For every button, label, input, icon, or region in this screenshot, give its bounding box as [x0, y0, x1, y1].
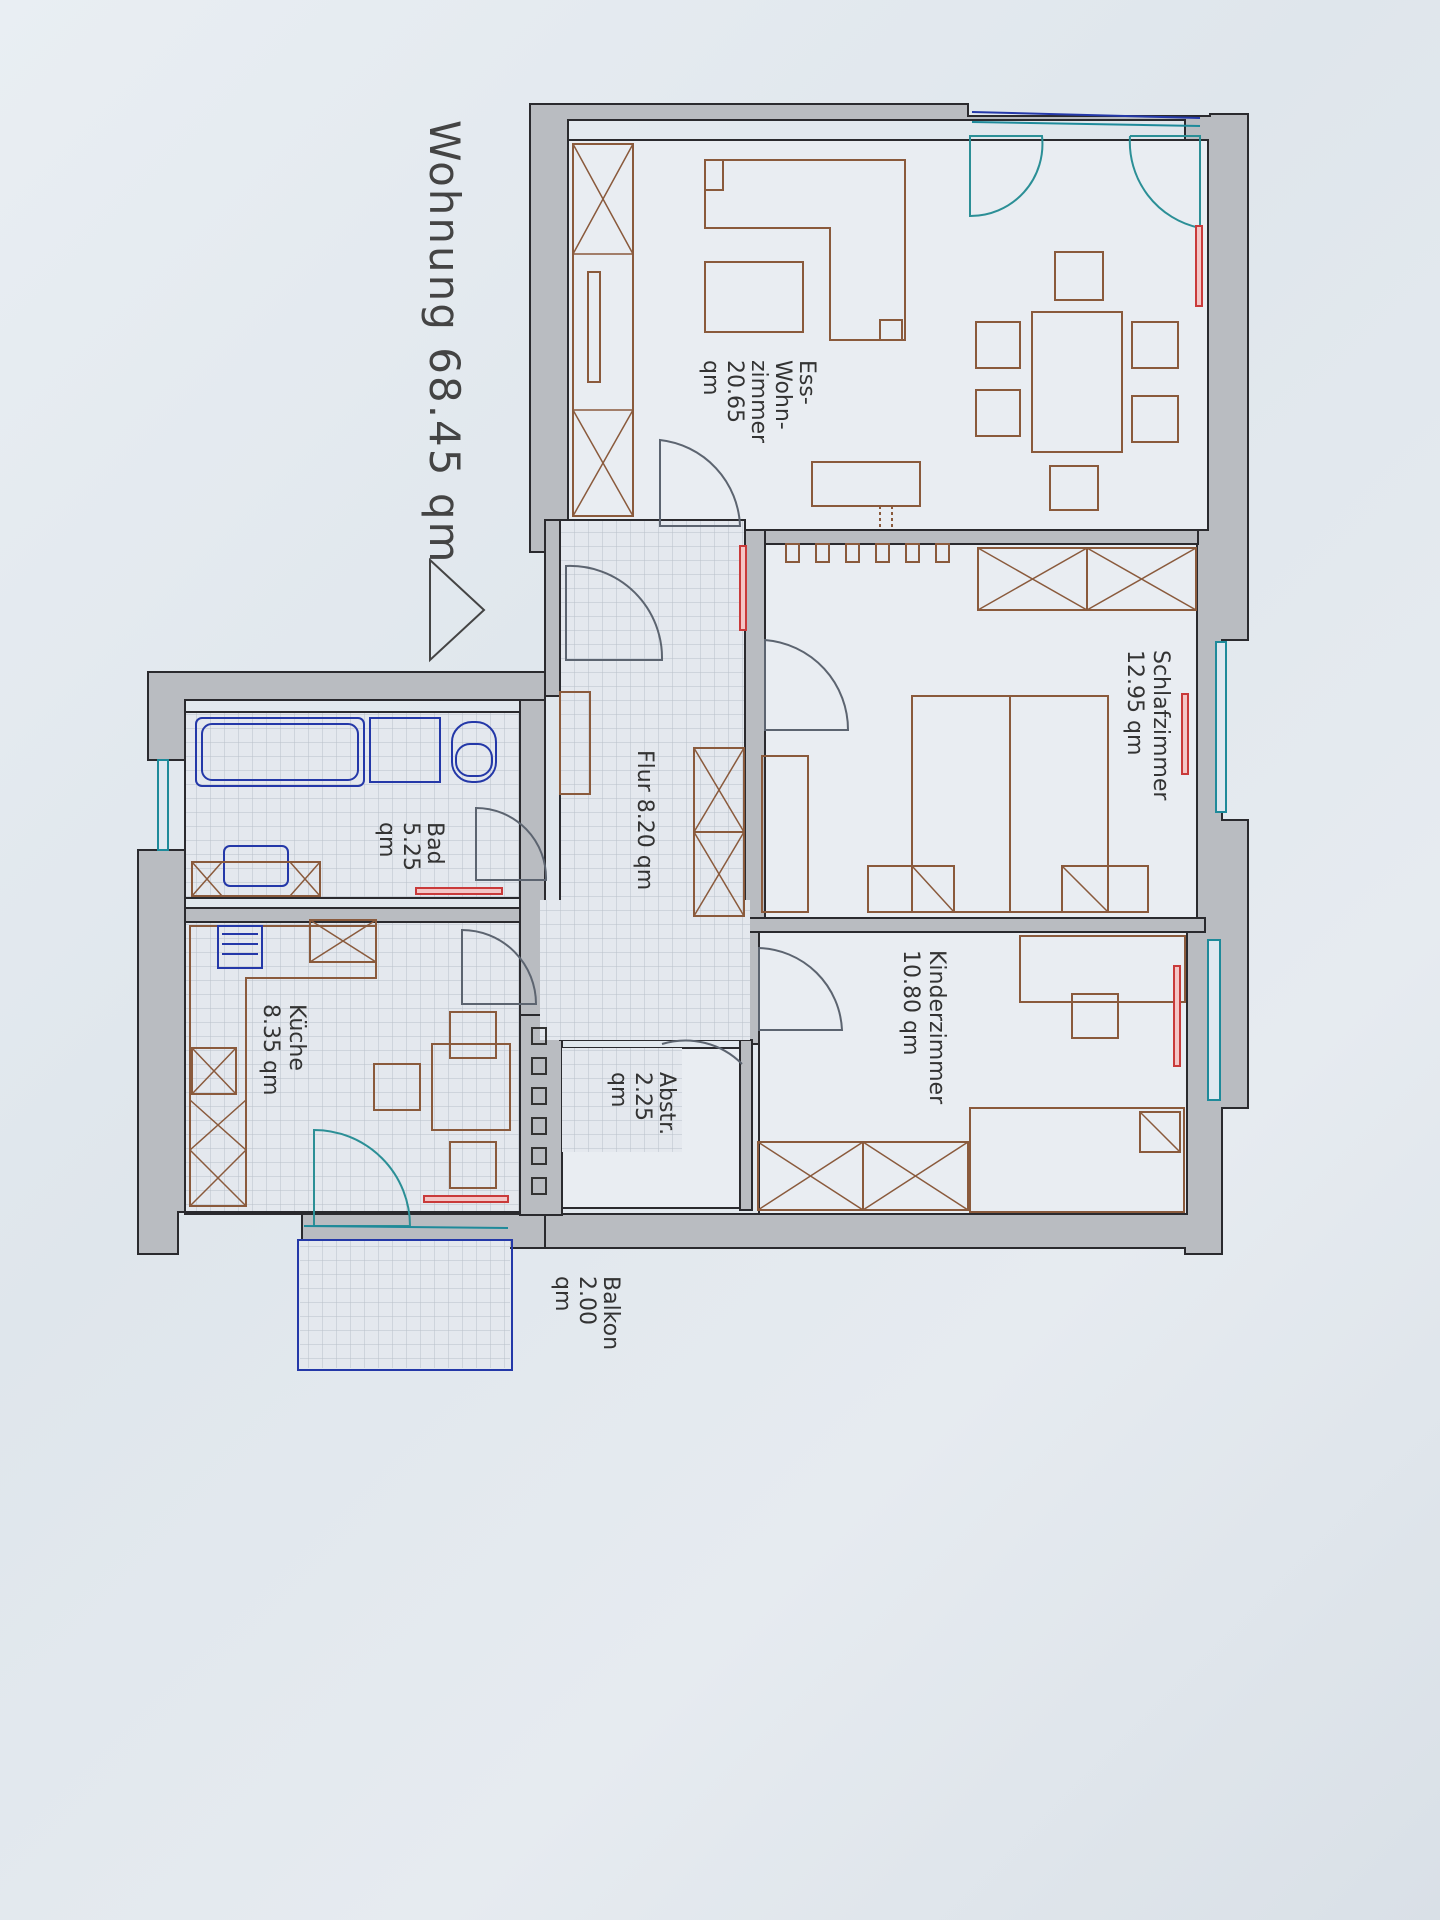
- svg-text:Ess-: Ess-: [794, 360, 819, 405]
- svg-text:Flur 8.20 qm: Flur 8.20 qm: [632, 750, 657, 890]
- svg-text:Balkon: Balkon: [598, 1276, 623, 1350]
- plan-title-text: Wohnung 68.45 qm: [420, 120, 469, 564]
- radiators: [415, 225, 1203, 1203]
- label-schlafzimmer: Schlafzimmer 12.95 qm: [1122, 650, 1173, 801]
- svg-text:Schlafzimmer: Schlafzimmer: [1148, 650, 1173, 801]
- label-bad: Bad 5.25 qm: [374, 822, 447, 871]
- furniture-kids: [757, 935, 1186, 1213]
- windows: [157, 111, 1227, 1229]
- furniture-kitchen: [189, 919, 511, 1207]
- svg-text:2.25: 2.25: [630, 1072, 655, 1121]
- svg-text:10.80 qm: 10.80 qm: [898, 950, 923, 1055]
- svg-text:zimmer: zimmer: [746, 360, 771, 444]
- plan-title: Wohnung 68.45 qm: [420, 120, 469, 564]
- svg-text:Küche: Küche: [284, 1004, 309, 1071]
- label-ess-wohnzimmer: Ess- Wohn- zimmer 20.65 qm: [698, 360, 819, 444]
- svg-text:Wohn-: Wohn-: [770, 360, 795, 430]
- room-kueche: [184, 921, 521, 1213]
- room-ess-wohnzimmer: [567, 139, 1209, 531]
- label-abstellraum: Abstr. 2.25 qm: [606, 1072, 679, 1135]
- furniture-bedroom: [761, 547, 1197, 913]
- furniture-bath: [191, 717, 497, 897]
- svg-text:qm: qm: [374, 822, 399, 857]
- svg-text:Abstr.: Abstr.: [654, 1072, 679, 1135]
- room-kinderzimmer: [758, 931, 1188, 1215]
- north-arrow-icon: [429, 557, 486, 663]
- svg-text:5.25: 5.25: [398, 822, 423, 871]
- label-balkon: Balkon 2.00 qm: [550, 1276, 623, 1350]
- svg-text:qm: qm: [550, 1276, 575, 1311]
- doors: [313, 135, 1201, 1227]
- label-kinderzimmer: Kinderzimmer 10.80 qm: [898, 950, 949, 1105]
- svg-text:Kinderzimmer: Kinderzimmer: [924, 950, 949, 1105]
- furniture-hall: [531, 691, 745, 1195]
- label-flur: Flur 8.20 qm: [632, 750, 657, 890]
- svg-text:qm: qm: [606, 1072, 631, 1107]
- room-bad: [184, 711, 521, 899]
- room-balkon: [300, 1240, 510, 1368]
- svg-text:8.35 qm: 8.35 qm: [258, 1004, 283, 1095]
- svg-text:qm: qm: [698, 360, 723, 395]
- svg-text:20.65: 20.65: [722, 360, 747, 423]
- svg-text:Bad: Bad: [422, 822, 447, 865]
- svg-text:2.00: 2.00: [574, 1276, 599, 1325]
- label-kueche: Küche 8.35 qm: [258, 1004, 309, 1095]
- furniture-living: [572, 143, 1179, 563]
- svg-text:12.95 qm: 12.95 qm: [1122, 650, 1147, 755]
